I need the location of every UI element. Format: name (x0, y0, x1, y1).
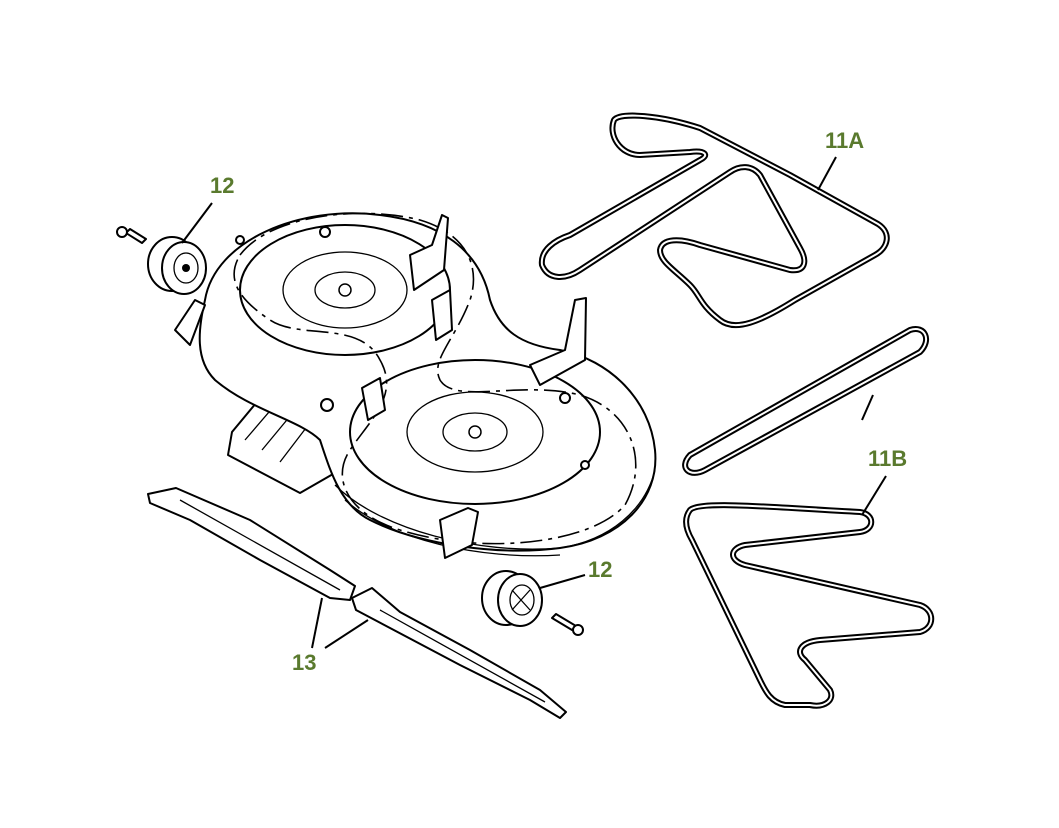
belt-11b (682, 326, 935, 709)
gauge-wheel-lower (481, 570, 584, 636)
callout-11b: 11B (868, 446, 907, 471)
callout-12-upper: 12 (210, 173, 234, 198)
callout-12-lower: 12 (588, 557, 612, 582)
belt-11a (538, 112, 890, 329)
leader-lines (181, 156, 887, 649)
mower-deck (174, 212, 657, 559)
callout-11a: 11A (825, 128, 864, 153)
gauge-wheel-upper (116, 226, 207, 295)
mower-blades (147, 487, 567, 719)
callout-13: 13 (292, 650, 316, 675)
